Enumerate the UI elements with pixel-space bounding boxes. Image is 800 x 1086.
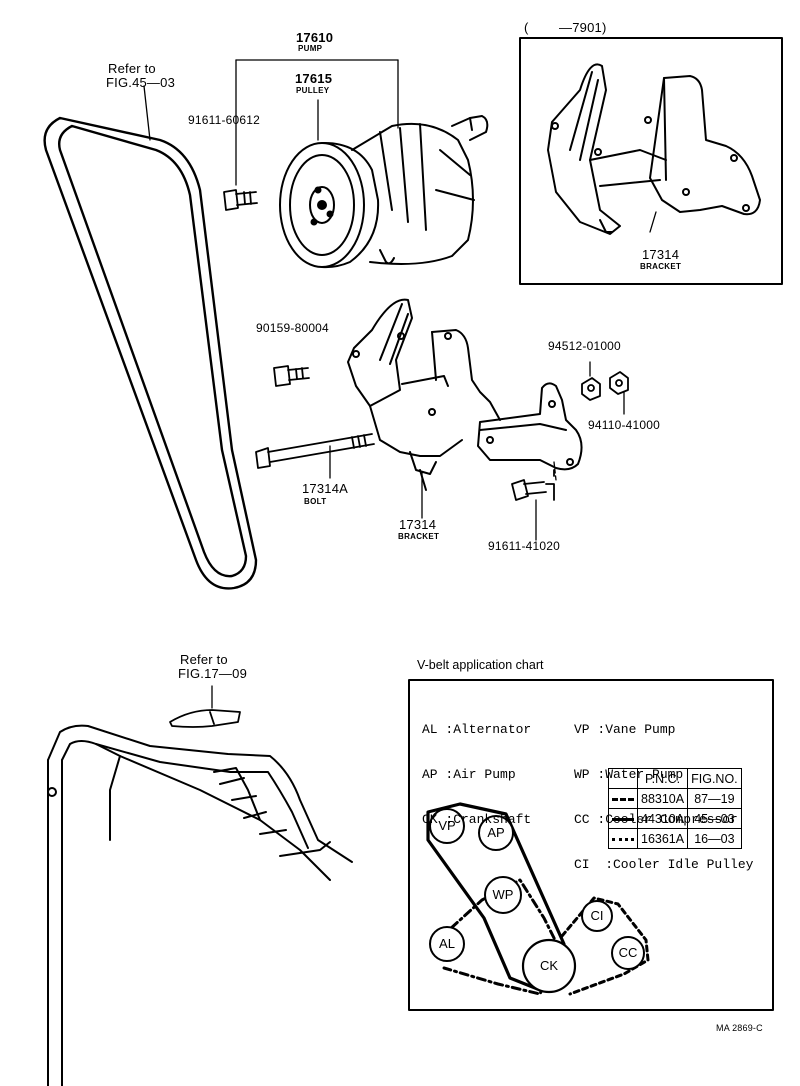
table-cell-pnc: 16361A <box>636 828 689 849</box>
inset-bracket-name: BRACKET <box>640 262 682 271</box>
pulley-label-ck: CK <box>539 958 559 973</box>
legend-ck: CK :Crankshaft <box>422 812 532 827</box>
table-cell-fig: 16—03 <box>687 828 742 849</box>
bracket-number: 17314 <box>399 517 437 532</box>
table-row: 88310A 87—19 <box>608 788 742 809</box>
bolt-91611-41020 <box>511 469 555 541</box>
table-row: 44310A 45—03 <box>608 808 742 829</box>
bolt-91611-60612 <box>223 189 258 211</box>
inset-bracket <box>547 63 761 235</box>
refer-label-top-line2: FIG.45—03 <box>106 75 175 90</box>
table-cell-pnc: 88310A <box>636 788 689 809</box>
table-cell-fig: 87—19 <box>687 788 742 809</box>
vane-pump <box>279 115 489 269</box>
pnc-table: P.N.C. FIG.NO. 88310A 87—19 44310A 45—03… <box>608 768 742 849</box>
pulley-label-vp: VP <box>438 818 456 833</box>
table-row: 16361A 16—03 <box>608 828 742 849</box>
long-bolt-17314a <box>255 433 375 479</box>
legend-ap: AP :Air Pump <box>422 767 516 782</box>
legend-al: AL :Alternator <box>422 722 532 737</box>
nut-94512-label: 94512-01000 <box>548 339 621 353</box>
solid-belt-swatch <box>612 817 634 821</box>
table-header-pnc: P.N.C. <box>636 768 689 789</box>
inset-range-label: ( —7901) <box>524 20 607 35</box>
pulley-label-ci: CI <box>590 908 604 923</box>
clip-part <box>169 685 241 728</box>
pulley-label-wp: WP <box>492 887 514 902</box>
table-cell-fig: 45—03 <box>687 808 742 829</box>
pump-part-number: 17610 <box>296 30 334 45</box>
refer-label-bottom-line1: Refer to <box>180 652 228 667</box>
legend-ci: CI :Cooler Idle Pulley <box>574 857 754 872</box>
pulley-part-name: PULLEY <box>296 86 330 95</box>
v-belt <box>43 116 258 590</box>
long-bolt-name: BOLT <box>304 497 327 506</box>
table-header-fig: FIG.NO. <box>687 768 742 789</box>
legend-vp: VP :Vane Pump <box>574 722 676 737</box>
bolt-91611-41020-label: 91611-41020 <box>488 539 561 553</box>
dotted-belt-swatch <box>612 837 634 841</box>
chart-box <box>408 679 774 1011</box>
pulley-label-ap: AP <box>487 825 505 840</box>
pump-leaders <box>235 59 399 186</box>
inset-box <box>519 37 783 285</box>
nuts <box>581 361 629 415</box>
figure-code: MA 2869-C <box>716 1023 763 1033</box>
long-bolt-number: 17314A <box>302 481 349 496</box>
pump-part-name: PUMP <box>298 44 323 53</box>
refer-label-bottom-line2: FIG.17—09 <box>178 666 247 681</box>
nut-94110-label: 94110-41000 <box>588 418 661 432</box>
table-header-row: P.N.C. FIG.NO. <box>608 768 742 789</box>
bolt-90159-label: 90159-80004 <box>256 321 329 335</box>
refer-leader <box>143 85 151 141</box>
table-header-style <box>608 768 638 789</box>
fan-shroud-sketch <box>47 724 353 1086</box>
main-bracket <box>347 298 583 491</box>
pulley-label-cc: CC <box>618 945 638 960</box>
belt-routing-diagram <box>426 802 650 996</box>
bolt-90159-80004 <box>273 365 310 387</box>
bracket-name: BRACKET <box>398 532 440 541</box>
inset-bracket-number: 17314 <box>642 247 680 262</box>
legend-left: AL :Alternator AP :Air Pump CK :Cranksha… <box>422 692 531 842</box>
table-cell-pnc: 44310A <box>636 808 689 829</box>
dashed-belt-swatch <box>612 797 634 801</box>
refer-label-top-line1: Refer to <box>108 61 156 76</box>
pulley-label-al: AL <box>439 936 455 951</box>
pulley-part-number: 17615 <box>295 71 333 86</box>
chart-title: V-belt application chart <box>417 658 544 672</box>
bolt-91611-60612-label: 91611-60612 <box>188 113 261 127</box>
